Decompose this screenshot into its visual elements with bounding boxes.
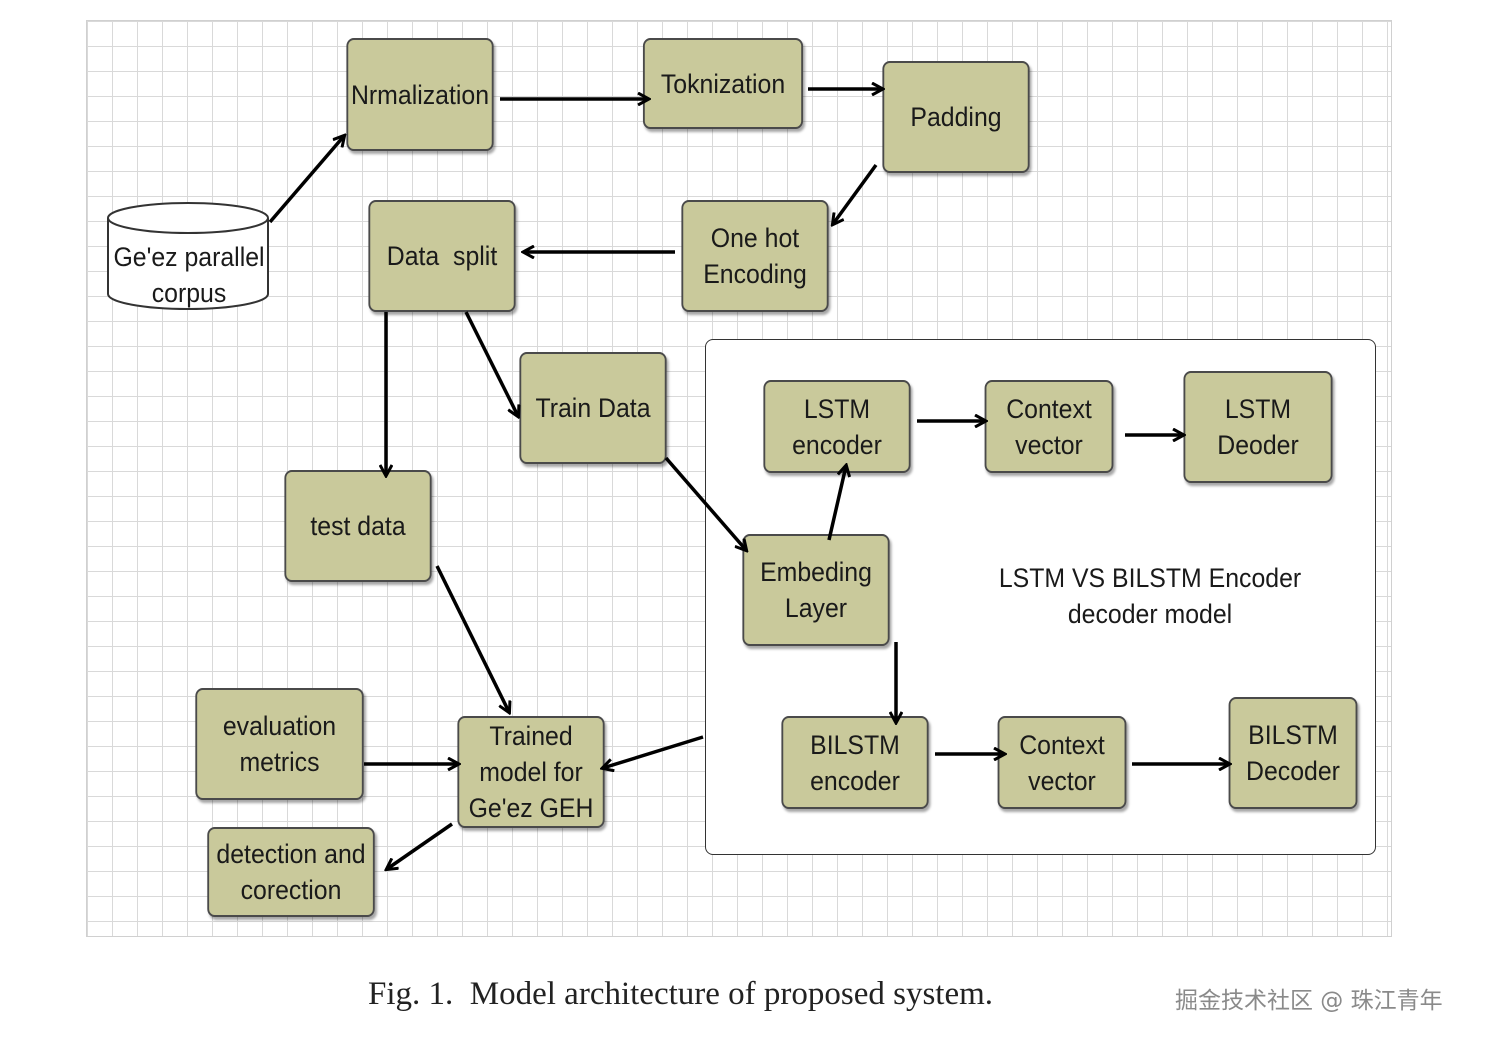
node-padding-label: Padding: [910, 102, 1002, 132]
node-tokenization-label: Toknization: [660, 68, 786, 99]
node-evaluation-label: evaluation metrics: [222, 711, 337, 777]
node-train-data: Train Data: [519, 352, 667, 464]
arrow-test-data-to-trained-model: [435, 565, 509, 712]
node-embedding-label: Embeding Layer: [760, 557, 872, 623]
node-trained-model: Trained model for Ge'ez GEH: [457, 716, 605, 828]
node-data-split: Data split: [368, 200, 516, 312]
arrow-padding-to-one-hot: [833, 163, 878, 224]
arrow-panel-to-trained-model: [603, 735, 704, 768]
database-cylinder-icon: [107, 202, 269, 310]
node-detection-label: detection and corection: [216, 839, 366, 905]
node-one-hot-label: One hot Encoding: [703, 223, 807, 289]
node-lstm-encoder: LSTM encoder: [763, 380, 911, 473]
arrow-embedding-to-lstm-encoder: [827, 466, 846, 541]
panel-label: LSTM VS BILSTM Encoder decoder model: [998, 563, 1302, 629]
node-test-data-label: test data: [310, 511, 406, 541]
node-padding: Padding: [882, 61, 1030, 173]
node-bilstm-context: Context vector: [997, 716, 1127, 809]
node-corpus: Ge'ez parallel corpus: [111, 232, 267, 318]
arrow-data-split-to-train-data: [464, 311, 518, 416]
node-evaluation: evaluation metrics: [195, 688, 364, 800]
node-trained-model-label: Trained model for Ge'ez GEH: [468, 721, 594, 823]
node-bilstm-decoder-label: BILSTM Decoder: [1246, 720, 1340, 786]
node-normalization-label: Nrmalization: [350, 79, 490, 110]
node-detection: detection and corection: [207, 827, 375, 917]
node-normalization: Nrmalization: [346, 38, 494, 151]
figure-caption: Fig. 1. Model architecture of proposed s…: [368, 976, 994, 1012]
node-data-split-label: Data split: [386, 241, 498, 271]
node-test-data: test data: [284, 470, 432, 582]
node-one-hot: One hot Encoding: [681, 200, 829, 312]
node-lstm-decoder: LSTM Deoder: [1183, 371, 1333, 483]
node-lstm-encoder-label: LSTM encoder: [792, 393, 882, 460]
node-bilstm-encoder-label: BILSTM encoder: [810, 729, 900, 796]
node-lstm-decoder-label: LSTM Deoder: [1217, 394, 1299, 460]
node-embedding: Embeding Layer: [742, 534, 890, 646]
node-corpus-label: Ge'ez parallel corpus: [113, 242, 265, 308]
arrow-train-data-to-embedding: [664, 456, 746, 550]
arrow-corpus-to-normalization: [268, 136, 344, 224]
arrow-trained-model-to-detection: [387, 822, 453, 869]
node-lstm-context: Context vector: [984, 380, 1114, 473]
node-bilstm-encoder: BILSTM encoder: [781, 716, 929, 809]
node-train-data-label: Train Data: [535, 393, 651, 423]
node-lstm-context-label: Context vector: [1006, 393, 1092, 460]
node-bilstm-decoder: BILSTM Decoder: [1228, 697, 1358, 809]
node-tokenization: Toknization: [642, 38, 804, 129]
watermark: 掘金技术社区 @ 珠江青年: [1175, 988, 1443, 1014]
node-bilstm-context-label: Context vector: [1019, 729, 1105, 796]
